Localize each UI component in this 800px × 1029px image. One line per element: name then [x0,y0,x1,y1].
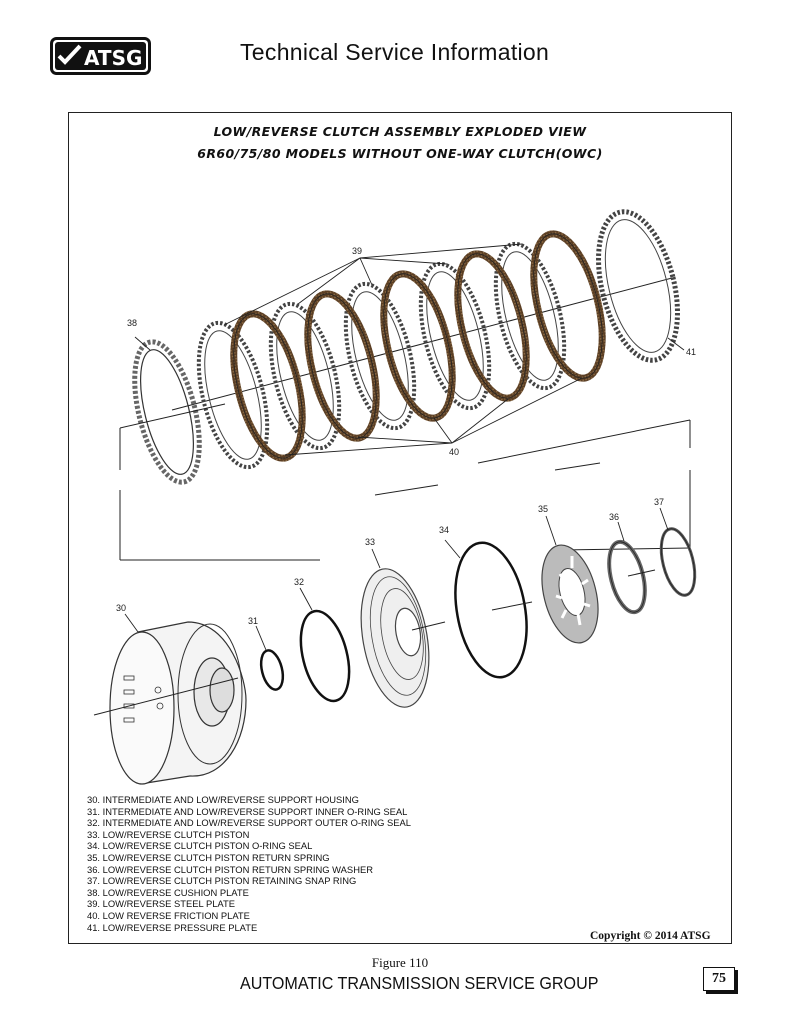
callout-34: 34 [439,525,449,535]
legend-item: 39. LOW/REVERSE STEEL PLATE [87,898,235,910]
leader-lines-39 [223,243,523,326]
return-spring-35 [541,515,599,644]
legend-item: 41. LOW/REVERSE PRESSURE PLATE [87,921,258,933]
copyright: Copyright © 2014 ATSG [590,930,711,942]
assembly-bracket [119,403,691,561]
piston-o-ring-34 [444,539,533,679]
legend-item: 32. INTERMEDIATE AND LOW/REVERSE SUPPORT… [87,817,412,829]
cushion-plate-38 [132,339,202,485]
legend-item: 36. LOW/REVERSE CLUTCH PISTON RETURN SPR… [87,863,373,875]
legend-item: 34. LOW/REVERSE CLUTCH PISTON O-RING SEA… [87,840,313,852]
snap-ring-37 [659,507,697,597]
legend-item: 37. LOW/REVERSE CLUTCH PISTON RETAINING … [87,875,357,887]
parts-legend: 30. INTERMEDIATE AND LOW/REVERSE SUPPORT… [87,794,411,933]
callout-39: 39 [352,246,362,256]
callout-33: 33 [365,537,375,547]
atsg-logo: ATSG [50,37,151,75]
logo-text: ATSG [84,46,142,70]
diagram-title-line1: LOW/REVERSE CLUTCH ASSEMBLY EXPLODED VIE… [213,124,587,139]
callout-35: 35 [538,504,548,514]
diagram-frame [68,112,732,944]
legend-item: 31. INTERMEDIATE AND LOW/REVERSE SUPPORT… [87,805,408,817]
friction-plates-40 [230,230,606,462]
steel-plates-39 [196,241,567,470]
callout-32: 32 [294,577,304,587]
legend-item: 38. LOW/REVERSE CUSHION PLATE [87,886,249,898]
footer-org-name: AUTOMATIC TRANSMISSION SERVICE GROUP [240,973,599,993]
callout-30: 30 [116,603,126,613]
callout-37: 37 [654,497,664,507]
pressure-plate-41 [596,209,680,363]
legend-item: 33. LOW/REVERSE CLUTCH PISTON [87,828,250,840]
callout-41: 41 [686,347,696,357]
spring-washer-36 [607,521,656,615]
legend-item: 30. INTERMEDIATE AND LOW/REVERSE SUPPORT… [87,794,359,805]
page-number: 75 [703,967,735,991]
clutch-pack [132,209,685,485]
legend-item: 35. LOW/REVERSE CLUTCH PISTON RETURN SPR… [87,851,330,863]
figure-label: Figure 110 [371,955,429,970]
clutch-piston-33 [360,548,446,708]
exploded-view-diagram: 39 38 41 40 35 37 36 34 33 32 30 31 [93,209,697,785]
outer-o-ring-32 [299,587,351,703]
inner-o-ring-31 [255,625,285,691]
callout-40: 40 [449,447,459,457]
diagram-title-line2: 6R60/75/80 MODELS WITHOUT ONE-WAY CLUTCH… [197,146,603,161]
leader-lines-40 [284,377,583,456]
legend-item: 40. LOW REVERSE FRICTION PLATE [87,909,250,921]
callout-31: 31 [248,616,258,626]
callout-38: 38 [127,318,137,328]
callout-36: 36 [609,512,619,522]
support-housing-30 [93,613,247,785]
header-title: Technical Service Information [240,39,550,65]
